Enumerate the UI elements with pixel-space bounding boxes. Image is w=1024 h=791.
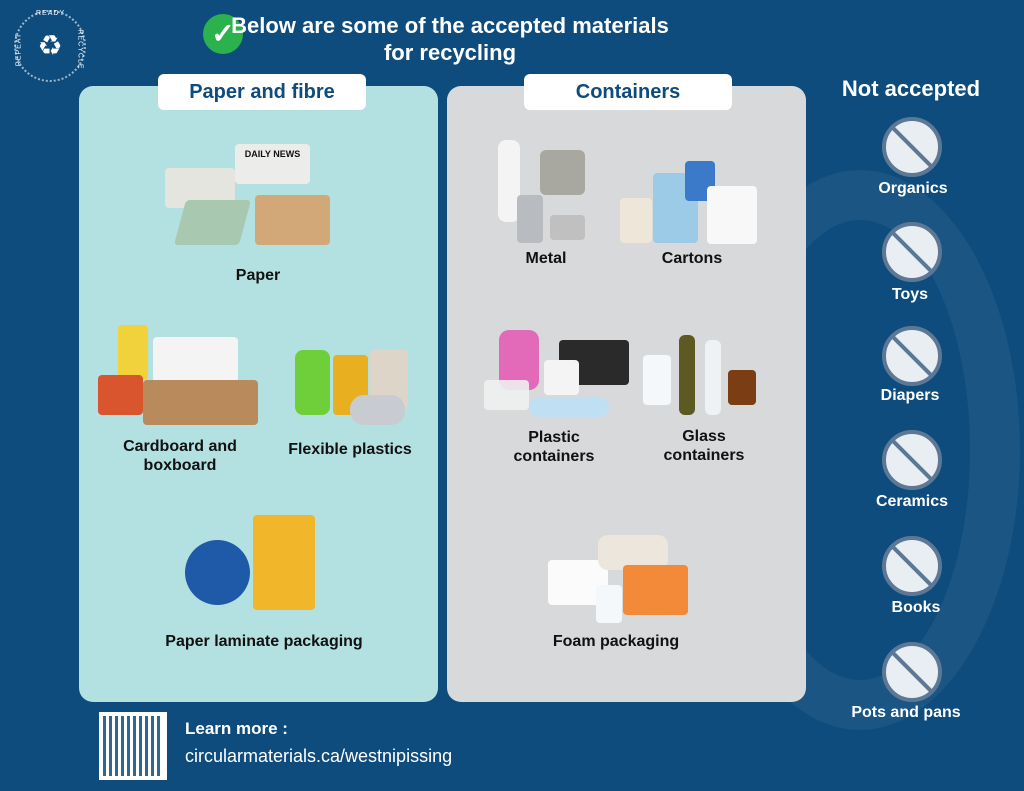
glass-containers-image (643, 335, 757, 415)
cardboard-image (98, 325, 263, 425)
ready-recycle-repeat-logo: READY RECYCLE REPEAT ♻ (14, 10, 86, 82)
paper-laminate-label: Paper laminate packaging (165, 633, 363, 650)
logo-text-repeat: REPEAT (15, 32, 23, 67)
logo-text-recycle: RECYCLE (76, 29, 84, 70)
cartons-image (615, 158, 760, 246)
books-prohibited-icon (882, 536, 942, 596)
glass-containers-label: Glass containers (663, 428, 745, 464)
organics-label: Organics (878, 180, 948, 197)
foam-packaging-image (548, 530, 690, 625)
pots-and-pans-prohibited-icon (882, 642, 942, 702)
toys-prohibited-icon (882, 222, 942, 282)
paper-image: DAILY NEWS (165, 140, 335, 250)
foam-packaging-label: Foam packaging (552, 633, 680, 650)
ceramics-prohibited-icon (882, 430, 942, 490)
toys-label: Toys (891, 286, 929, 303)
paper-laminate-image (185, 515, 320, 610)
learn-more-label: Learn more : (185, 719, 288, 738)
paper-label: Paper (235, 267, 281, 284)
pots-and-pans-label: Pots and pans (851, 704, 961, 721)
newspaper-masthead: DAILY NEWS (235, 144, 310, 184)
books-label: Books (891, 599, 941, 616)
plastic-containers-image (484, 325, 632, 420)
flexible-plastics-label: Flexible plastics (288, 441, 412, 458)
not-accepted-heading: Not accepted (841, 76, 981, 101)
ceramics-label: Ceramics (875, 493, 949, 510)
plastic-containers-label: Plastic containers (513, 429, 595, 465)
organics-prohibited-icon (882, 117, 942, 177)
page-title: Below are some of the accepted materials… (231, 13, 669, 65)
flexible-plastics-image (295, 345, 410, 430)
cartons-label: Cartons (661, 250, 723, 267)
qr-code[interactable] (99, 712, 167, 780)
diapers-prohibited-icon (882, 326, 942, 386)
diapers-label: Diapers (880, 387, 940, 404)
website-link[interactable]: circularmaterials.ca/westnipissing (185, 746, 453, 766)
recycle-icon: ♻ (37, 30, 63, 61)
logo-text-ready: READY (36, 10, 66, 17)
containers-heading: Containers (524, 74, 732, 110)
metal-label: Metal (525, 250, 567, 267)
paper-and-fibre-heading: Paper and fibre (158, 74, 366, 110)
cardboard-label: Cardboard and boxboard (123, 438, 237, 474)
metal-image (495, 140, 590, 245)
checkmark-icon: ✓ (203, 14, 243, 54)
